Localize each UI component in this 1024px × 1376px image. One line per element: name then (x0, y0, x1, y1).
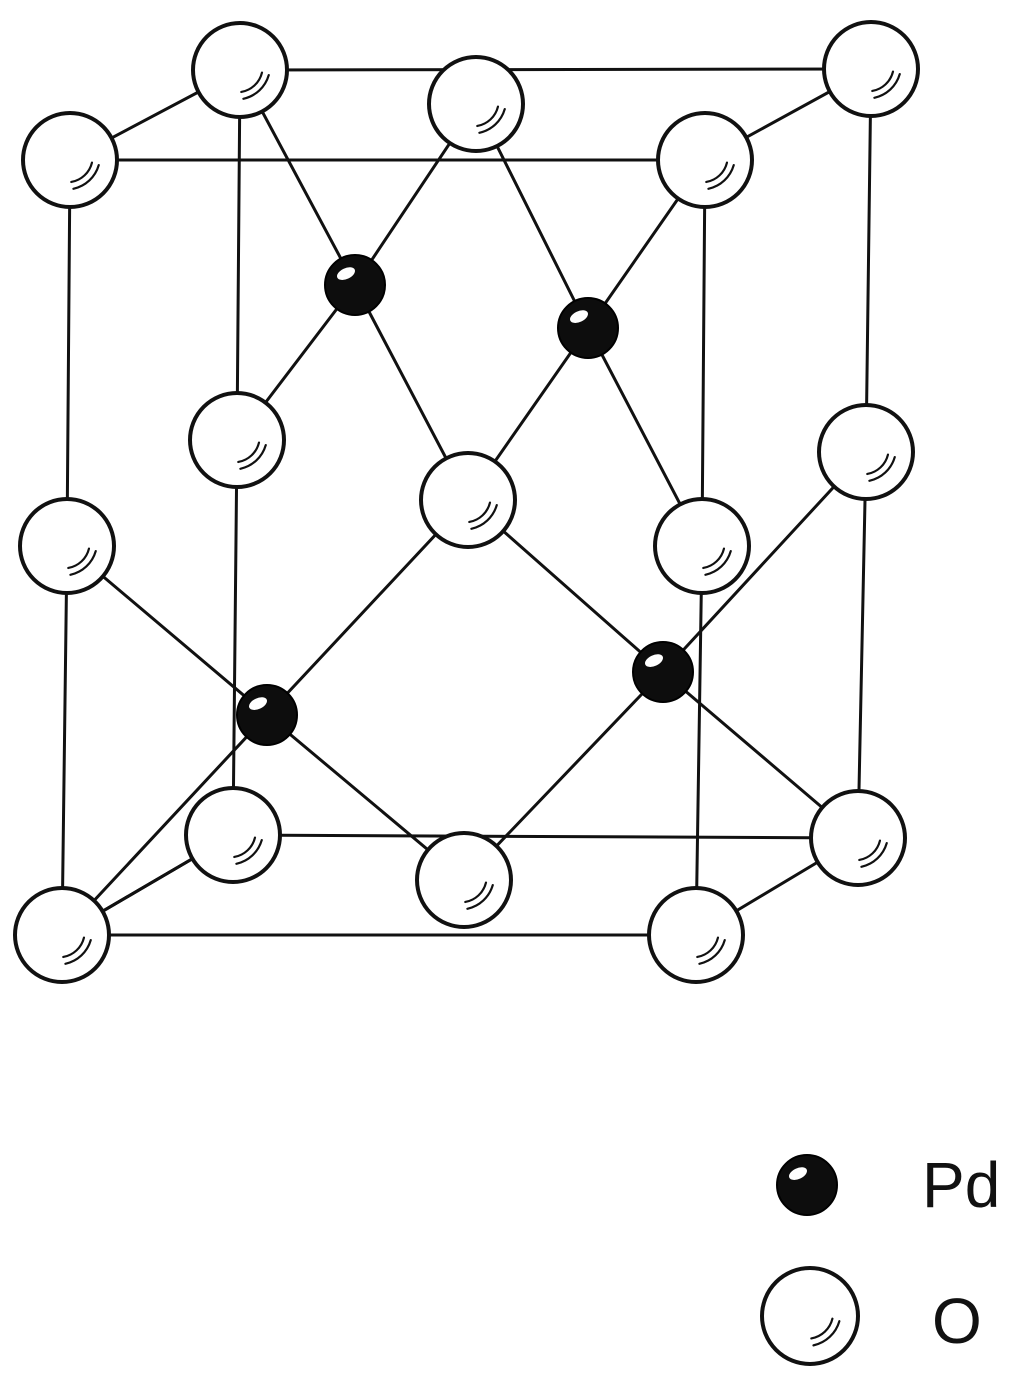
palladium-atom (632, 641, 694, 703)
o-atom-icon (760, 1266, 860, 1366)
bond-line (661, 450, 868, 674)
pd-legend-sphere (776, 1154, 838, 1216)
bond-line (235, 68, 242, 442)
oxygen-atom (809, 789, 907, 887)
oxygen-atom (656, 111, 754, 209)
oxygen-atom (817, 403, 915, 501)
bond-line (231, 438, 239, 837)
palladium-atom (236, 684, 298, 746)
oxygen-atom (18, 497, 116, 595)
bond-line (856, 450, 868, 840)
bond-line (864, 67, 873, 454)
oxygen-atom (13, 886, 111, 984)
bond-line (265, 498, 470, 717)
palladium-atom (557, 297, 619, 359)
oxygen-atom (822, 20, 920, 118)
legend-label-pd: Pd (922, 1149, 1000, 1221)
bond-line (231, 833, 860, 840)
oxygen-atom (191, 21, 289, 119)
oxygen-atom (647, 886, 745, 984)
bond-line (60, 544, 69, 937)
o-legend-sphere (760, 1266, 860, 1366)
palladium-atom (324, 254, 386, 316)
bond-line (60, 713, 269, 937)
oxygen-atom (653, 497, 751, 595)
oxygen-atom (188, 391, 286, 489)
legend: Pd O (760, 1149, 1000, 1366)
legend-item-pd: Pd (776, 1149, 1000, 1221)
oxygen-atom (21, 111, 119, 209)
oxygen-atom (184, 786, 282, 884)
bond-line (694, 544, 704, 937)
legend-label-o: O (932, 1285, 982, 1357)
oxygen-atom (415, 831, 513, 929)
palladium-atoms (236, 254, 694, 746)
bond-line (65, 158, 72, 548)
bond-line (700, 158, 707, 548)
oxygen-atom (427, 55, 525, 153)
bond-line (238, 67, 873, 72)
bond-lines (60, 67, 873, 937)
oxygen-atoms (13, 20, 920, 984)
oxygen-atom (419, 451, 517, 549)
legend-item-o: O (760, 1266, 982, 1366)
pd-atom-icon (776, 1154, 838, 1216)
